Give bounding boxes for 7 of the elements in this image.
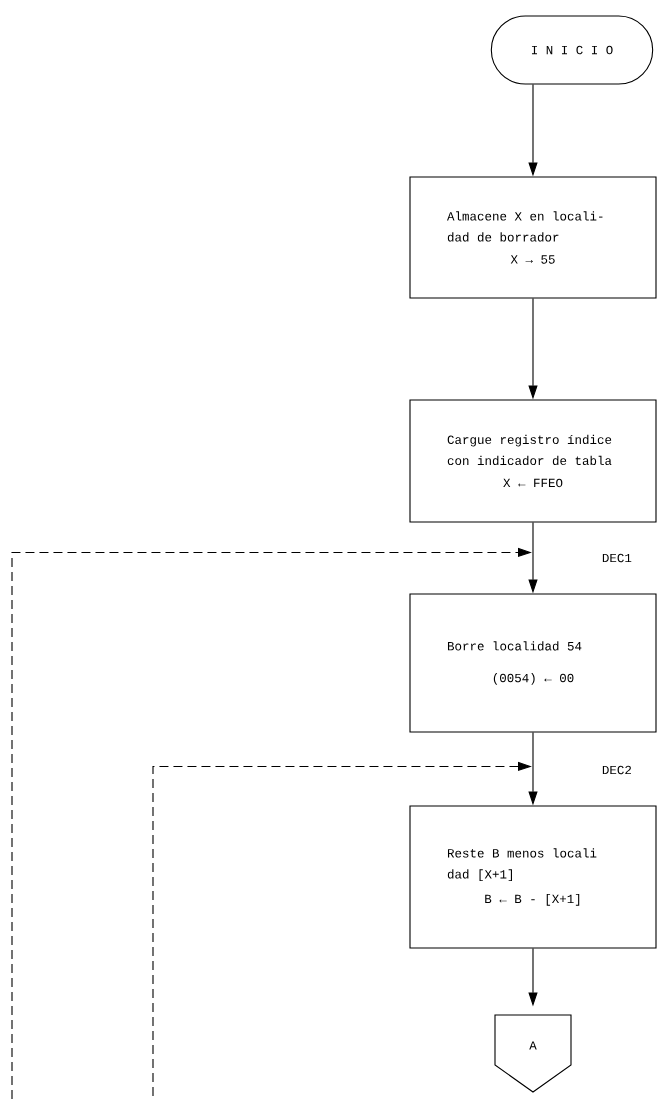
- off-page-connector: A: [494, 1014, 572, 1093]
- process-box: Reste B menos locali dad [X+1] B ← B - [X+1]: [409, 805, 657, 949]
- process-box: Borre localidad 54 (0054) ← 00: [409, 593, 657, 733]
- entry-label: DEC1: [602, 553, 632, 563]
- process-box: Cargue registro índice con indicador de tabla X ← FFEO: [409, 399, 657, 523]
- process-box: Almacene X en locali- dad de borrador X → 55: [409, 176, 657, 299]
- entry-label: DEC2: [602, 765, 631, 775]
